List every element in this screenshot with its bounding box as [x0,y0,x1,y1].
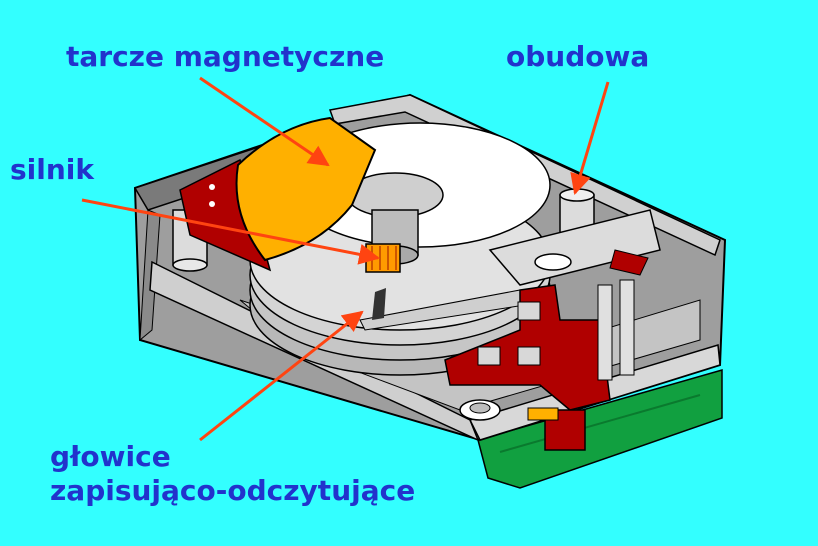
label-platters: tarcze magnetyczne [66,40,385,73]
label-housing: obudowa [506,40,650,73]
actuator-arm [359,209,661,331]
head-assembly [444,284,611,451]
label-heads-line2: zapisująco-odczytujące [50,474,416,507]
housing-screw [459,399,501,421]
arrow-housing [570,81,610,196]
actuator-rails [597,279,635,381]
label-heads: głowice zapisująco-odczytujące [50,440,415,508]
arrow-platters [199,76,330,167]
platter-cutaway [179,116,377,272]
arrow-motor [81,198,381,265]
circuit-board [477,369,723,489]
label-heads-line1: głowice [50,440,171,473]
label-motor: silnik [10,153,95,186]
arrow-heads [199,310,364,442]
